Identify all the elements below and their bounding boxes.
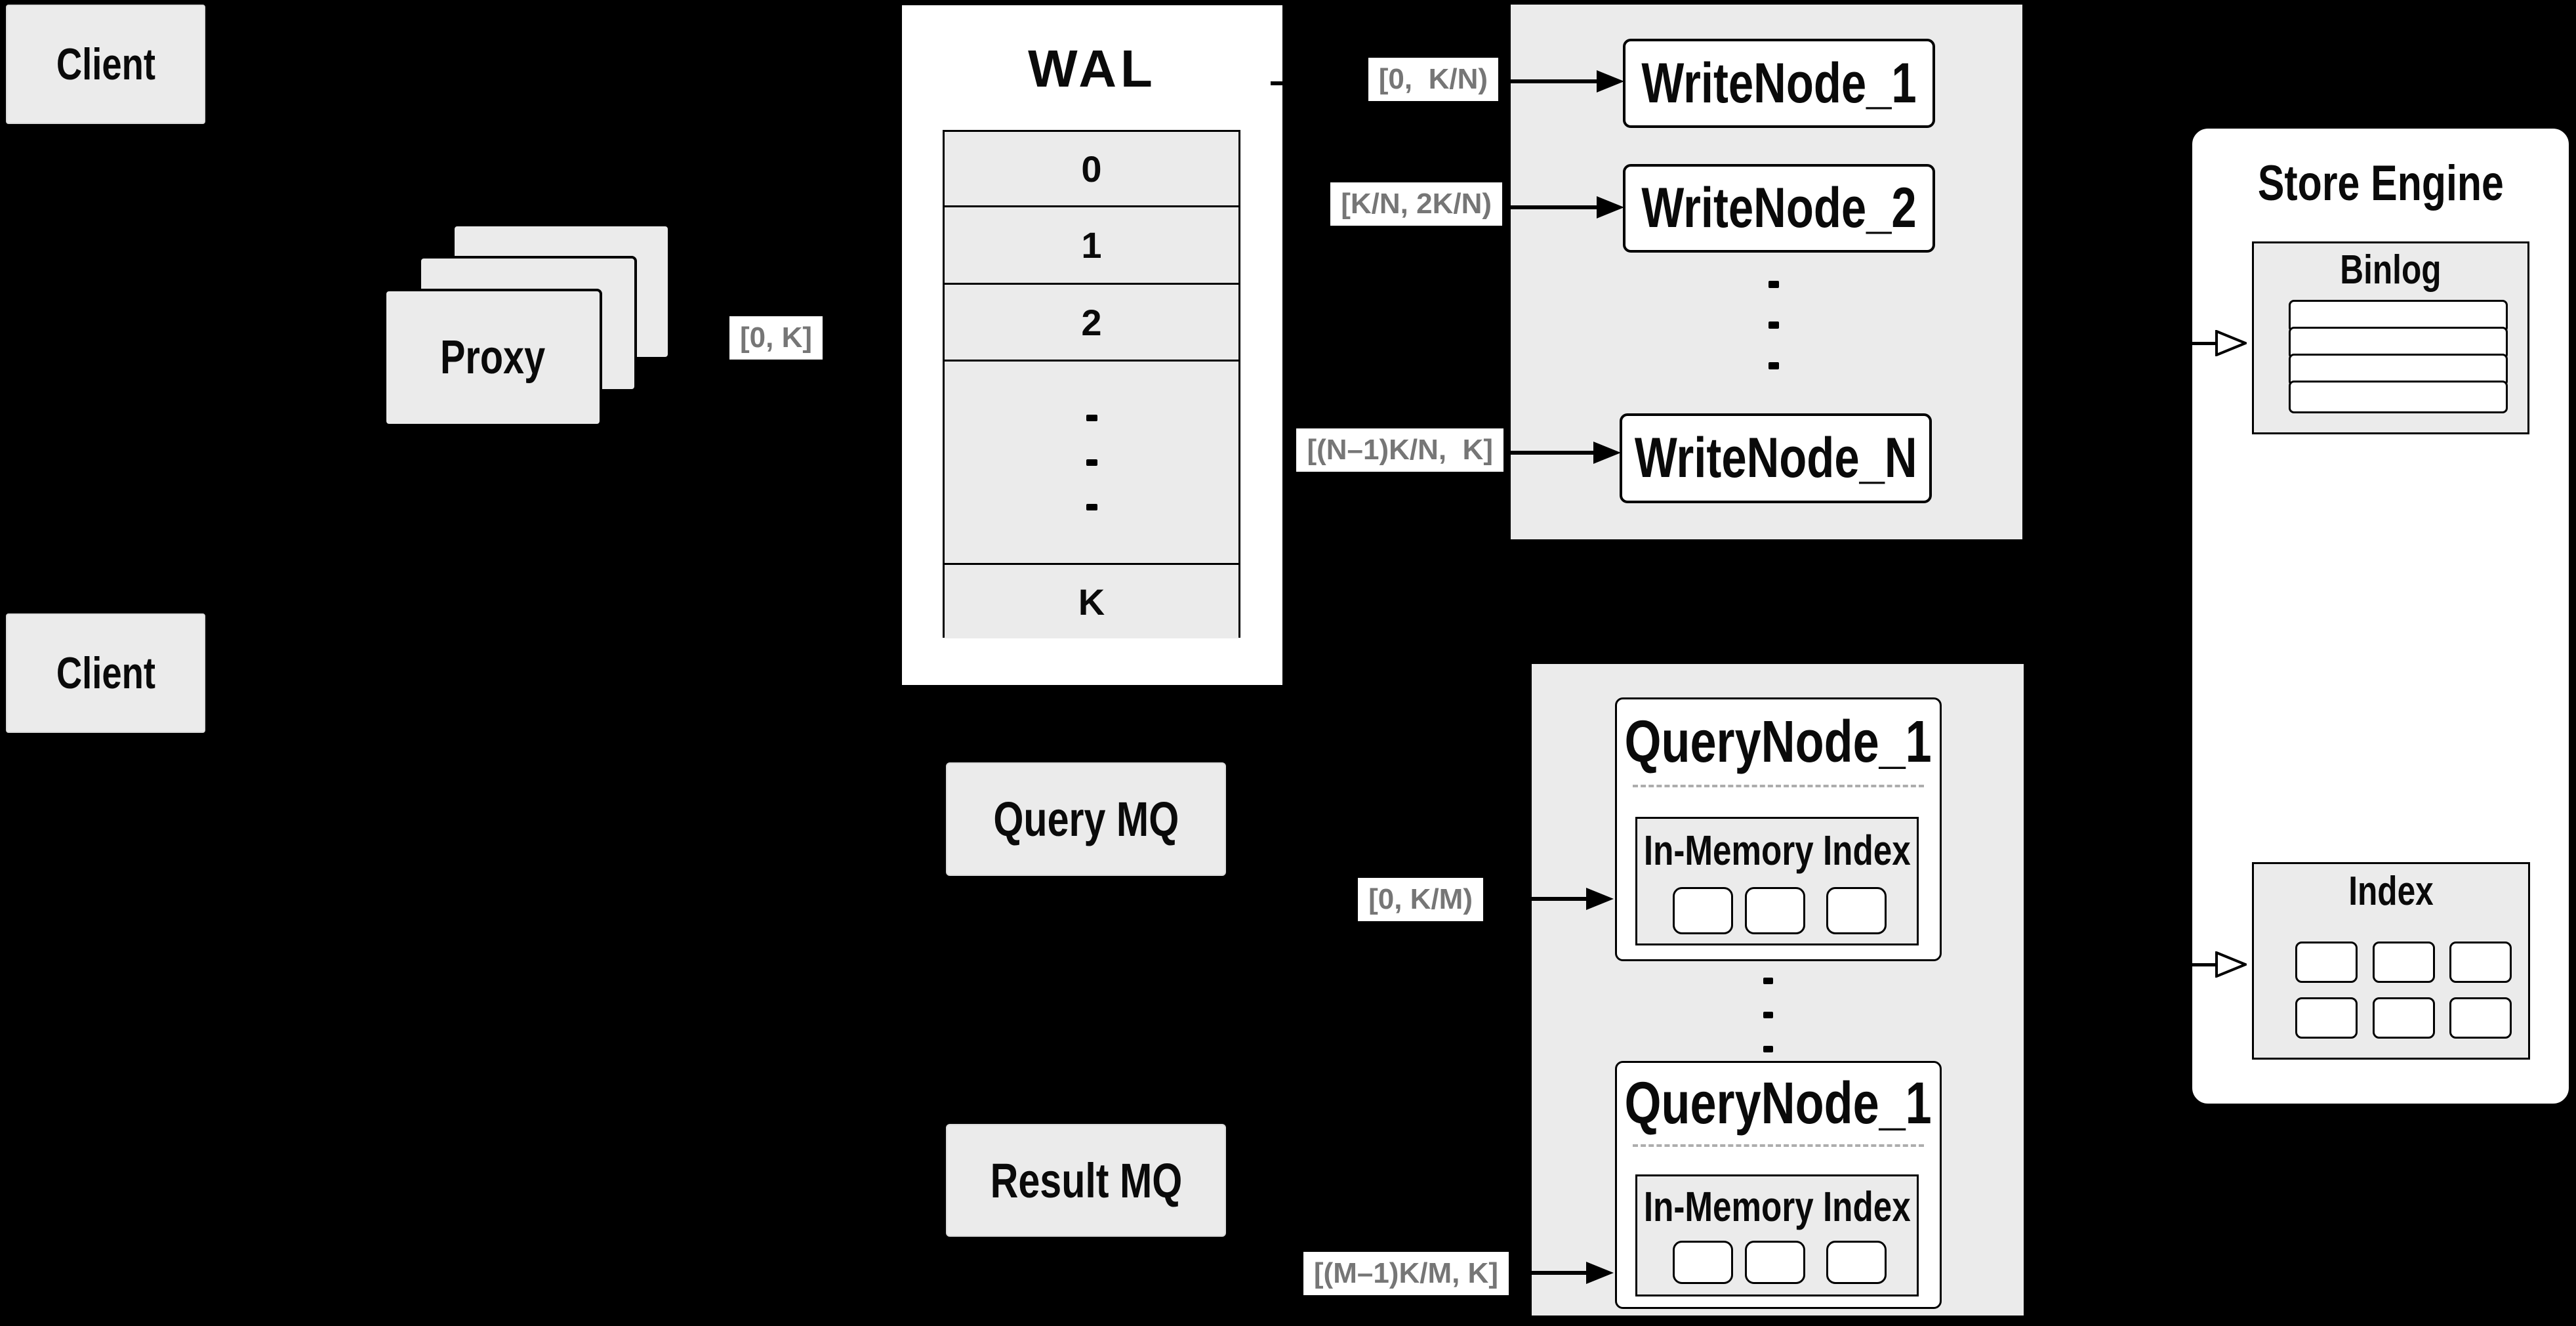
ellipsis-dot [1768,321,1779,329]
ellipsis-dot [1763,1046,1773,1052]
segment-box [1826,1241,1887,1284]
wal-segment-0: 0 [945,132,1238,207]
write-node-n: WriteNode_N [1620,413,1932,503]
query-node-1-title-wrap: QueryNode_1 [1617,699,1940,785]
range-label-writenode-1: [0, K/N) [1368,58,1498,101]
result-mq-box: Result MQ [946,1124,1226,1237]
client-bottom-label: Client [56,648,155,698]
arrow-line-writenode-n [1503,451,1593,455]
wal-segment-table: 0 1 2 K [943,130,1240,638]
segment-box [1673,887,1733,934]
range-label-querynode-1: [0, K/M) [1358,878,1483,921]
index-title-wrap: Index [2254,864,2528,918]
arrow-line-writenode-1 [1502,79,1597,83]
arrowhead-writenode-n [1593,442,1621,464]
wal-out-connector-stub [1271,81,1282,85]
store-engine-title: Store Engine [2257,155,2504,211]
query-node-2-title-wrap: QueryNode_1 [1617,1063,1940,1144]
in-memory-index-2-label: In-Memory Index [1643,1183,1911,1230]
arrow-line-querynode-1 [1484,897,1586,901]
index-cell [2295,997,2358,1039]
write-node-1-label: WriteNode_1 [1641,51,1917,115]
range-label-proxy-out: [0, K] [729,316,823,360]
write-node-n-label: WriteNode_N [1634,426,1917,489]
in-memory-index-1-label: In-Memory Index [1643,827,1911,874]
store-engine: Store Engine Binlog Index [2190,126,2571,1106]
proxy-label: Proxy [440,331,546,384]
wal-segment-2-label: 2 [1081,301,1102,343]
index-cell [2373,997,2435,1039]
query-mq-box: Query MQ [946,762,1226,876]
ellipsis-dot [1763,978,1773,984]
ellipsis-dot [1086,459,1097,466]
ellipsis-dot [1086,414,1097,421]
write-node-1: WriteNode_1 [1623,39,1935,128]
query-node-1-title: QueryNode_1 [1624,709,1932,775]
segment-box [1745,887,1805,934]
query-mq-label: Query MQ [993,792,1179,846]
write-node-2: WriteNode_2 [1623,164,1935,253]
ellipsis-dot [1086,503,1097,510]
ellipsis-dot [1763,1012,1773,1018]
hollow-arrowhead-binlog [2215,330,2247,356]
arrow-line-binlog [2191,342,2217,345]
in-memory-index-box-1: In-Memory Index [1635,817,1919,945]
range-label-writenode-n: [(N–1)K/N, K] [1296,428,1503,472]
index-cell [2449,997,2512,1039]
wal-title-wrap: WAL [902,39,1282,98]
arrow-line-index [2191,963,2217,966]
arrowhead-writenode-2 [1597,196,1624,218]
wal-title: WAL [1028,39,1156,98]
client-box-bottom: Client [6,613,205,733]
proxy-box: Proxy [384,289,602,426]
arrow-line-querynode-2 [1510,1271,1586,1275]
index-box: Index [2252,862,2530,1060]
arrowhead-querynode-1 [1586,888,1614,910]
binlog-segment [2289,381,2508,413]
query-node-2: QueryNode_1 In-Memory Index [1615,1061,1942,1309]
wal-segment-0-label: 0 [1081,148,1102,190]
wal-segment-ellipsis [945,362,1238,565]
wal-segment-k-label: K [1078,581,1105,623]
range-label-querynode-2: [(M–1)K/M, K] [1303,1252,1509,1295]
range-label-writenode-2: [K/N, 2K/N) [1330,182,1502,226]
hollow-arrowhead-index [2215,951,2247,978]
wal-segment-1: 1 [945,207,1238,285]
in-memory-index-box-2: In-Memory Index [1635,1174,1919,1296]
arrow-line-writenode-2 [1502,205,1597,209]
binlog-box: Binlog [2252,241,2529,434]
write-node-2-label: WriteNode_2 [1641,176,1917,239]
wal-container: WAL 0 1 2 K [899,3,1285,688]
store-engine-title-wrap: Store Engine [2192,154,2569,213]
arrowhead-writenode-1 [1597,70,1624,93]
binlog-title-wrap: Binlog [2254,243,2527,296]
ellipsis-dot [1768,281,1779,288]
client-box-top: Client [6,5,205,124]
index-cell [2295,942,2358,983]
query-node-2-title: QueryNode_1 [1624,1070,1932,1136]
wal-segment-1-label: 1 [1081,224,1102,266]
wal-segment-k: K [945,565,1238,638]
segment-box [1826,887,1887,934]
binlog-title: Binlog [2340,247,2442,293]
segment-box [1673,1241,1733,1284]
query-node-1: QueryNode_1 In-Memory Index [1615,697,1942,961]
index-cell [2449,942,2512,983]
index-cell [2373,942,2435,983]
query-node-1-separator [1633,785,1924,787]
result-mq-label: Result MQ [990,1153,1182,1208]
in-memory-index-2-title-wrap: In-Memory Index [1637,1176,1917,1237]
segment-box [1745,1241,1805,1284]
query-node-2-separator [1633,1144,1924,1147]
in-memory-index-1-title-wrap: In-Memory Index [1637,819,1917,882]
index-title: Index [2348,868,2434,914]
wal-segment-2: 2 [945,285,1238,362]
arrowhead-querynode-2 [1586,1262,1614,1284]
ellipsis-dot [1768,362,1779,369]
client-top-label: Client [56,39,155,89]
